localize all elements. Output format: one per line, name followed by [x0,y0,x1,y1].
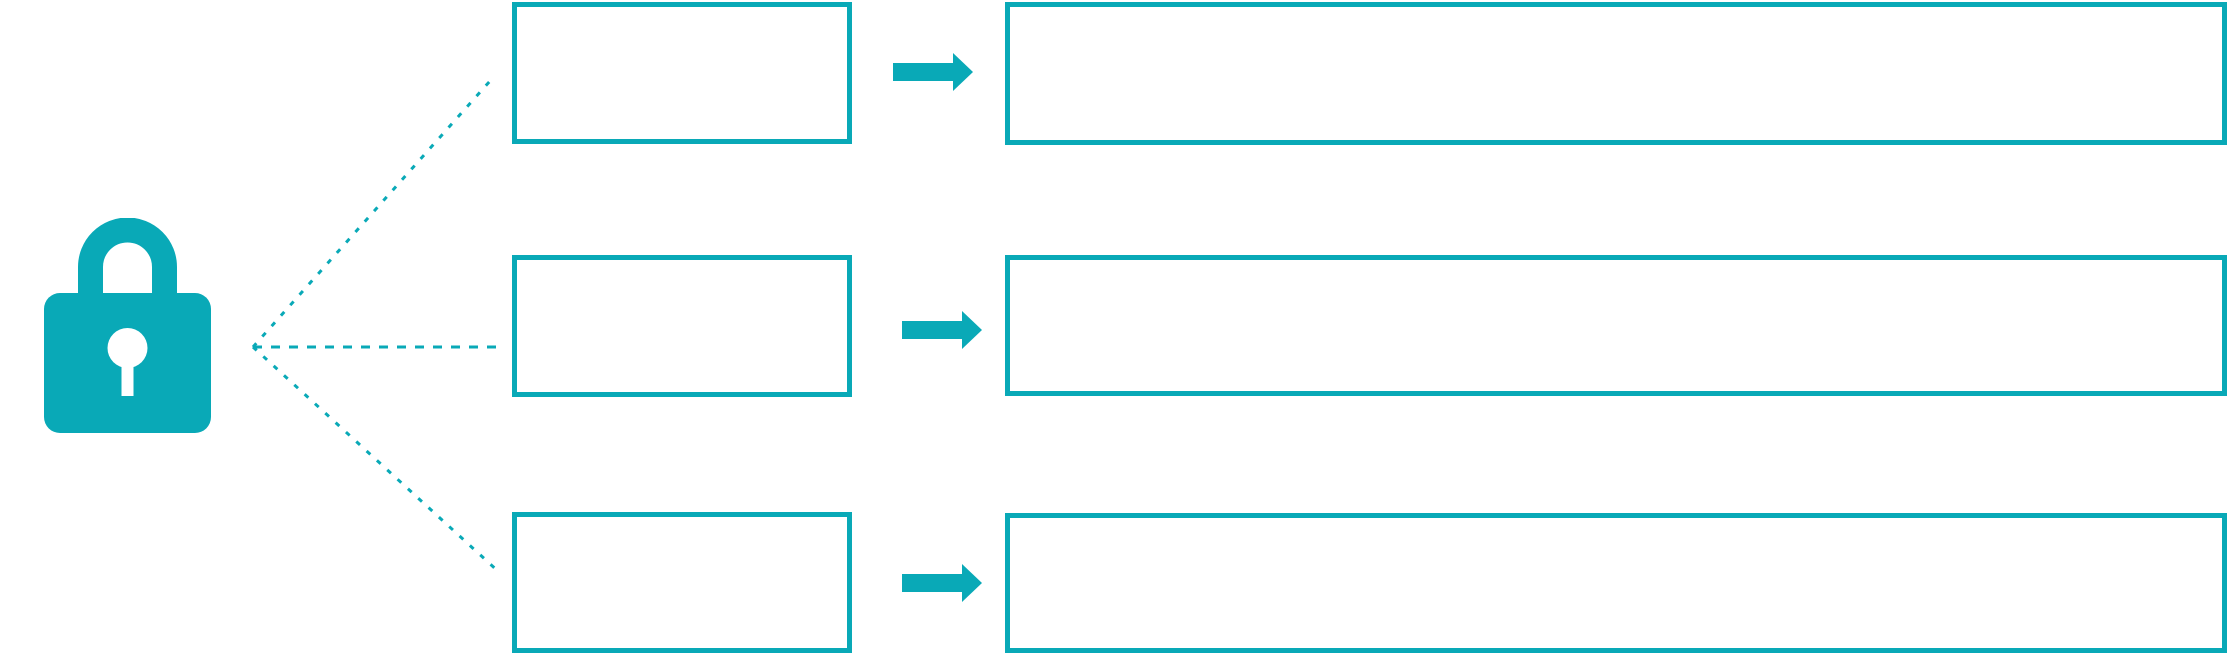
detail-box-2 [1005,255,2227,396]
arrow-right-icon [902,311,982,349]
category-box-2 [512,255,852,397]
connector-top-line [251,80,492,348]
arrow-right-icon [902,564,982,602]
connector-bottom-line [251,345,502,575]
lock-icon [44,218,211,433]
detail-box-3 [1005,513,2227,653]
arrow-right-icon [893,53,973,91]
category-box-3 [512,512,852,653]
detail-box-1 [1005,2,2227,145]
category-box-1 [512,2,852,144]
